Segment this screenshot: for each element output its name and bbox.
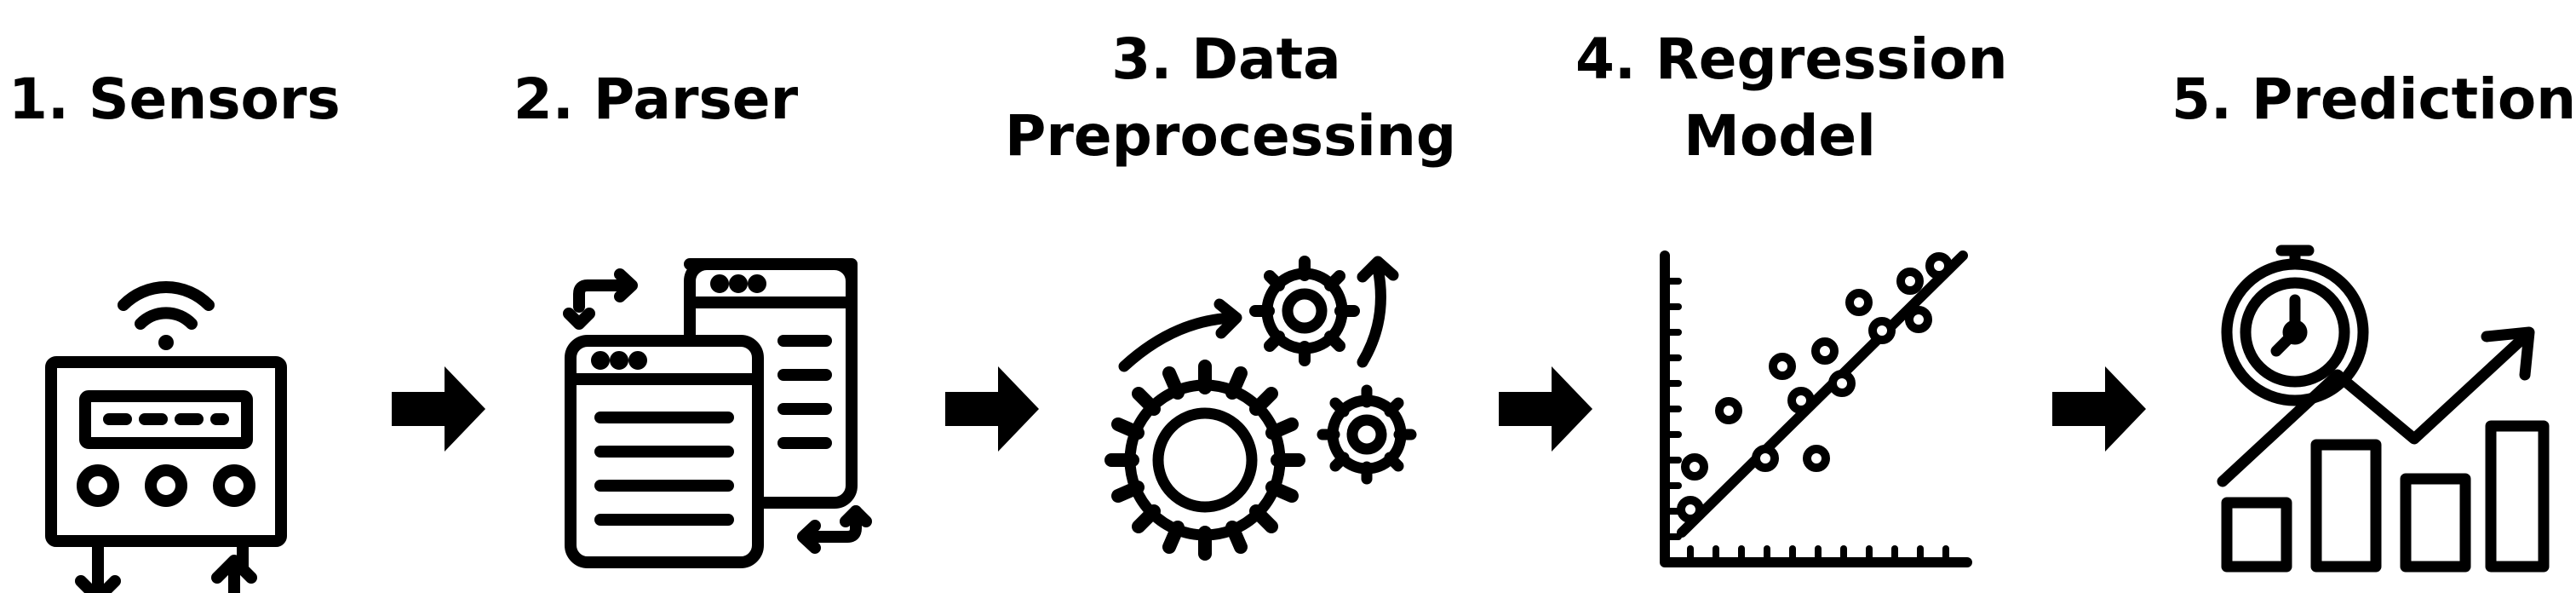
arrow-right-icon (945, 366, 1039, 452)
step-2-title: 2. Parser (513, 66, 799, 132)
step-1-title: 1. Sensors (9, 66, 341, 132)
parser-windows-icon (563, 258, 872, 568)
sensor-device-icon (45, 280, 287, 593)
step-4-title: 4. Regression Model (1575, 26, 2008, 169)
arrow-right-icon (2052, 366, 2146, 452)
arrow-right-icon (392, 366, 485, 452)
step-5-title: 5. Prediction (2172, 66, 2576, 132)
step-3-title: 3. Data Preprocessing (1005, 26, 1457, 169)
scatter-regression-icon (1660, 250, 1972, 567)
arrow-right-icon (1499, 366, 1592, 452)
prediction-chart-icon (2217, 245, 2550, 573)
gears-icon (1104, 256, 1417, 561)
